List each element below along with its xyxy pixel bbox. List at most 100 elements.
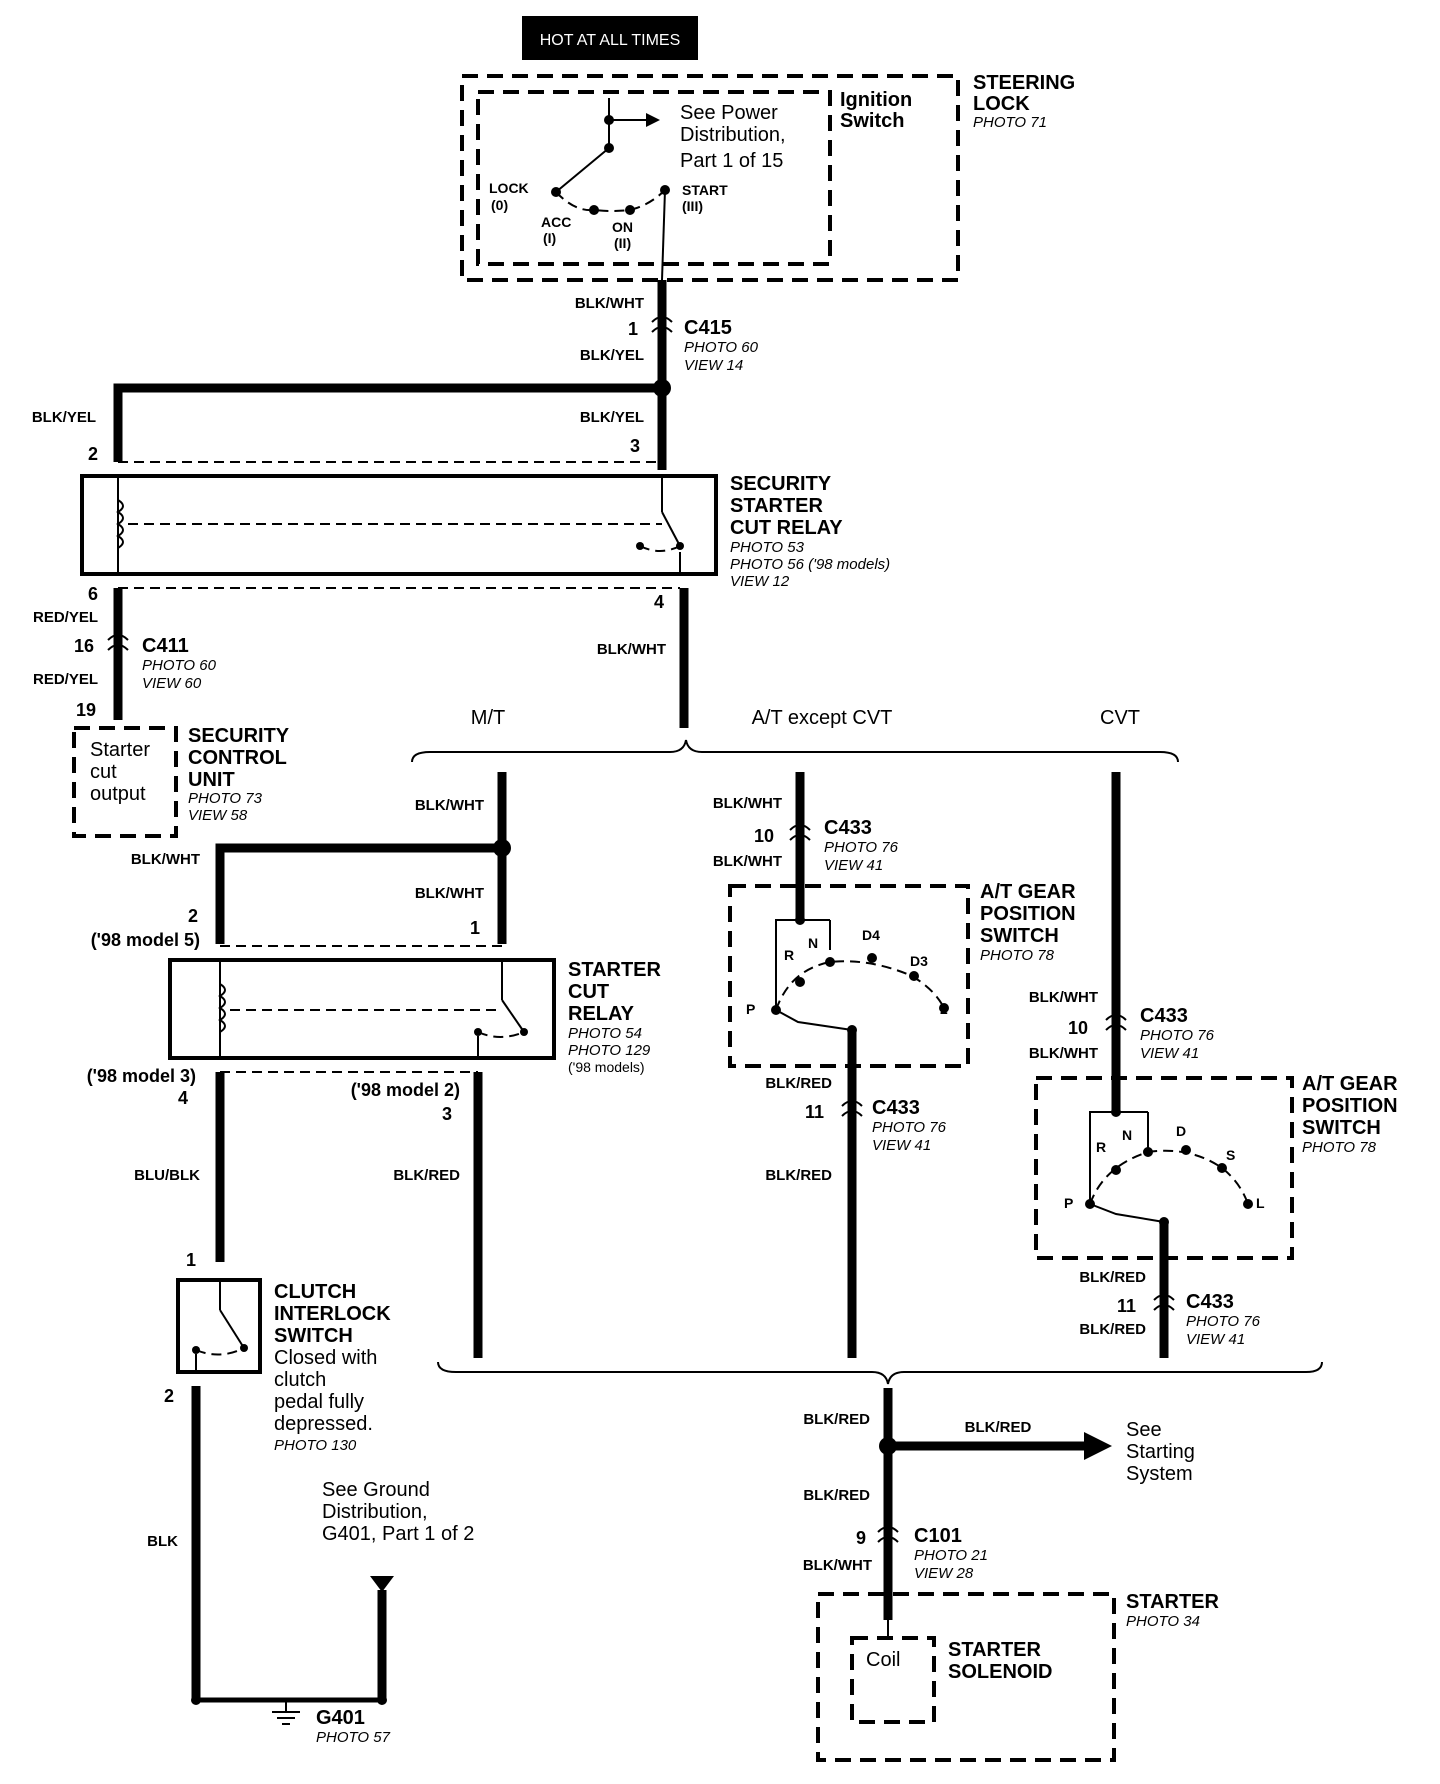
svg-text:PHOTO 129: PHOTO 129 — [568, 1042, 651, 1059]
svg-text:BLK/YEL: BLK/YEL — [580, 347, 644, 364]
svg-text:BLK/WHT: BLK/WHT — [713, 795, 782, 812]
svg-text:10: 10 — [1068, 1018, 1088, 1038]
svg-text:BLK/RED: BLK/RED — [803, 1487, 870, 1504]
connector-c411: RED/YEL 16 C411 PHOTO 60 VIEW 60 RED/YEL… — [33, 588, 217, 720]
svg-text:('98 model 2): ('98 model 2) — [351, 1080, 460, 1100]
svg-text:VIEW 41: VIEW 41 — [1186, 1331, 1245, 1348]
svg-text:VIEW 58: VIEW 58 — [188, 807, 248, 824]
svg-text:RELAY: RELAY — [568, 1003, 635, 1025]
svg-text:BLK/WHT: BLK/WHT — [597, 641, 666, 658]
svg-text:1: 1 — [628, 319, 638, 339]
svg-text:BLK/WHT: BLK/WHT — [803, 1557, 872, 1574]
svg-text:3: 3 — [630, 436, 640, 456]
svg-text:SECURITY: SECURITY — [730, 473, 832, 495]
svg-text:pedal fully: pedal fully — [274, 1391, 364, 1413]
svg-text:D: D — [1176, 1123, 1186, 1139]
svg-text:N: N — [808, 935, 818, 951]
svg-text:C433: C433 — [1140, 1005, 1188, 1027]
svg-text:PHOTO 78: PHOTO 78 — [980, 947, 1055, 964]
svg-text:S: S — [1226, 1147, 1235, 1163]
svg-text:PHOTO 130: PHOTO 130 — [274, 1437, 357, 1454]
security-starter-cut-relay: BLK/YEL BLK/YEL 2 3 SECURITY STARTER CUT… — [32, 383, 890, 612]
svg-text:C415: C415 — [684, 317, 732, 339]
svg-text:Coil: Coil — [866, 1649, 900, 1671]
svg-text:(II): (II) — [614, 235, 631, 251]
svg-text:G401, Part 1 of 2: G401, Part 1 of 2 — [322, 1523, 474, 1545]
svg-text:9: 9 — [856, 1528, 866, 1548]
svg-text:CONTROL: CONTROL — [188, 747, 287, 769]
svg-text:PHOTO 76: PHOTO 76 — [824, 839, 899, 856]
svg-text:P: P — [746, 1001, 755, 1017]
svg-text:SWITCH: SWITCH — [274, 1325, 353, 1347]
svg-text:4: 4 — [654, 592, 664, 612]
svg-text:depressed.: depressed. — [274, 1413, 373, 1435]
svg-text:VIEW 28: VIEW 28 — [914, 1565, 974, 1582]
svg-text:A/T GEAR: A/T GEAR — [980, 881, 1076, 903]
svg-text:(III): (III) — [682, 198, 703, 214]
svg-text:P: P — [1064, 1195, 1073, 1211]
svg-text:See Power: See Power — [680, 102, 778, 124]
svg-text:('98 models): ('98 models) — [568, 1059, 645, 1075]
svg-text:PHOTO 78: PHOTO 78 — [1302, 1139, 1377, 1156]
svg-text:M/T: M/T — [471, 707, 505, 729]
svg-text:clutch: clutch — [274, 1369, 326, 1391]
svg-text:BLK/RED: BLK/RED — [1079, 1321, 1146, 1338]
svg-text:BLK: BLK — [147, 1533, 178, 1550]
svg-text:RED/YEL: RED/YEL — [33, 609, 98, 626]
svg-text:STEERING: STEERING — [973, 72, 1075, 94]
svg-text:CUT: CUT — [568, 981, 609, 1003]
svg-text:BLK/RED: BLK/RED — [1079, 1269, 1146, 1286]
svg-text:C101: C101 — [914, 1525, 962, 1547]
svg-text:BLK/RED: BLK/RED — [765, 1167, 832, 1184]
svg-text:System: System — [1126, 1463, 1193, 1485]
svg-text:G401: G401 — [316, 1707, 365, 1729]
svg-text:3: 3 — [442, 1104, 452, 1124]
svg-text:PHOTO 54: PHOTO 54 — [568, 1025, 642, 1042]
svg-text:Distribution,: Distribution, — [680, 124, 786, 146]
svg-text:CVT: CVT — [1100, 707, 1140, 729]
svg-text:C433: C433 — [824, 817, 872, 839]
mt-branch: BLK/WHT BLK/WHT BLK/WHT 2 ('98 model 5) … — [87, 772, 662, 1746]
svg-text:See Ground: See Ground — [322, 1479, 430, 1501]
svg-text:('98 model 5): ('98 model 5) — [91, 930, 200, 950]
svg-text:SWITCH: SWITCH — [1302, 1117, 1381, 1139]
svg-text:Ignition: Ignition — [840, 89, 912, 111]
svg-text:BLK/RED: BLK/RED — [965, 1419, 1032, 1436]
svg-text:Distribution,: Distribution, — [322, 1501, 428, 1523]
svg-text:INTERLOCK: INTERLOCK — [274, 1303, 391, 1325]
svg-text:PHOTO 60: PHOTO 60 — [142, 657, 217, 674]
svg-text:BLK/WHT: BLK/WHT — [131, 851, 200, 868]
svg-text:Part 1 of 15: Part 1 of 15 — [680, 150, 783, 172]
svg-text:BLK/WHT: BLK/WHT — [1029, 989, 1098, 1006]
svg-text:PHOTO 56 ('98 models): PHOTO 56 ('98 models) — [730, 556, 890, 573]
cvt-branch: BLK/WHT 10 C433 PHOTO 76 VIEW 41 BLK/WHT… — [1029, 772, 1398, 1358]
svg-text:SOLENOID: SOLENOID — [948, 1661, 1052, 1683]
svg-text:PHOTO 76: PHOTO 76 — [1140, 1027, 1215, 1044]
svg-text:BLU/BLK: BLU/BLK — [134, 1167, 200, 1184]
svg-text:START: START — [682, 182, 728, 198]
svg-text:PHOTO 76: PHOTO 76 — [1186, 1313, 1261, 1330]
svg-text:('98 model 3): ('98 model 3) — [87, 1066, 196, 1086]
svg-text:Closed with: Closed with — [274, 1347, 377, 1369]
svg-text:STARTER: STARTER — [730, 495, 824, 517]
svg-text:BLK/WHT: BLK/WHT — [415, 797, 484, 814]
svg-text:2: 2 — [940, 1001, 948, 1017]
svg-text:RED/YEL: RED/YEL — [33, 671, 98, 688]
svg-text:PHOTO 21: PHOTO 21 — [914, 1547, 988, 1564]
svg-text:HOT AT ALL TIMES: HOT AT ALL TIMES — [540, 32, 681, 49]
svg-text:VIEW 12: VIEW 12 — [730, 573, 790, 590]
svg-text:BLK/RED: BLK/RED — [803, 1411, 870, 1428]
svg-text:PHOTO 73: PHOTO 73 — [188, 790, 263, 807]
svg-text:D3: D3 — [910, 953, 928, 969]
svg-text:POSITION: POSITION — [1302, 1095, 1398, 1117]
svg-text:1: 1 — [186, 1250, 196, 1270]
steering-lock: STEERING LOCK PHOTO 71 Ignition Switch S… — [460, 72, 1075, 282]
svg-text:output: output — [90, 783, 146, 805]
svg-text:1: 1 — [470, 918, 480, 938]
svg-text:R: R — [1096, 1139, 1106, 1155]
trunk-wire: BLK/WHT M/T A/T except CVT CVT — [411, 588, 1179, 763]
svg-text:BLK/WHT: BLK/WHT — [713, 853, 782, 870]
svg-text:BLK/RED: BLK/RED — [393, 1167, 460, 1184]
svg-text:STARTER: STARTER — [1126, 1591, 1220, 1613]
